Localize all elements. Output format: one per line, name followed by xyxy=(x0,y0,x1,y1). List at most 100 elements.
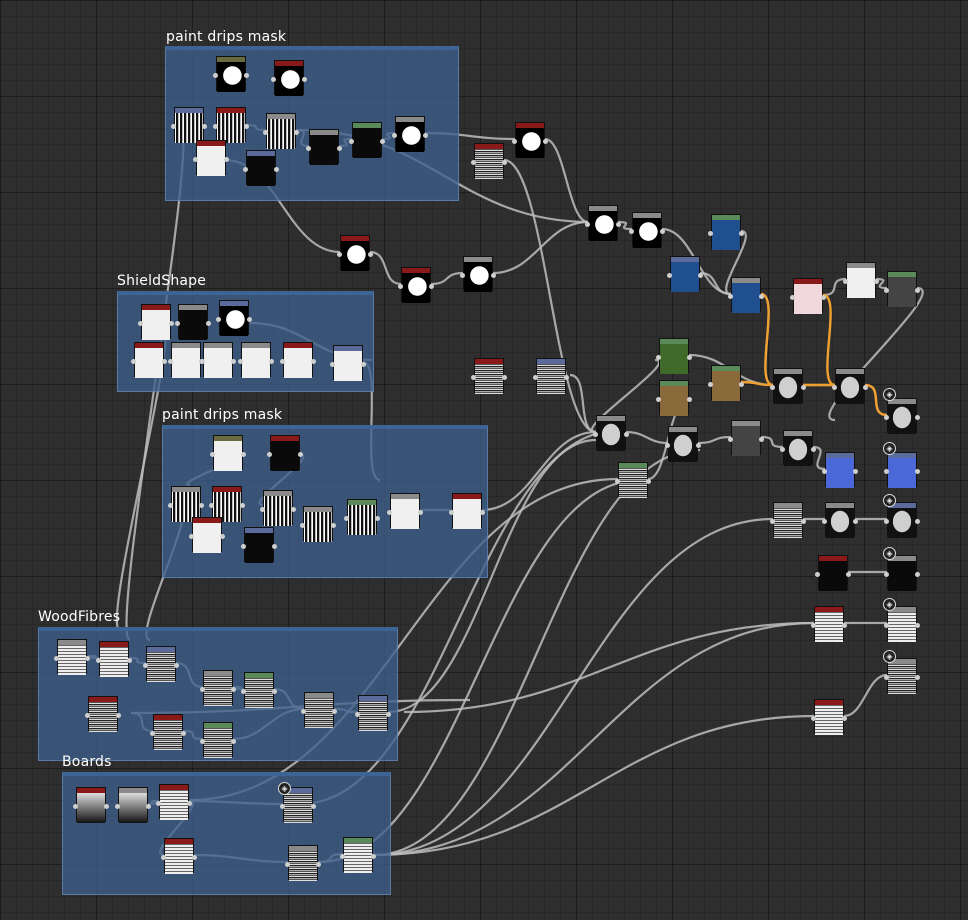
input-port[interactable] xyxy=(189,534,194,539)
3d-cube-icon[interactable]: ◈ xyxy=(883,650,896,663)
output-port[interactable] xyxy=(502,160,507,165)
output-port[interactable] xyxy=(302,77,307,82)
input-port[interactable] xyxy=(200,359,205,364)
graph-node[interactable] xyxy=(818,555,848,591)
wire[interactable] xyxy=(617,220,633,231)
graph-node[interactable] xyxy=(596,415,626,451)
input-port[interactable] xyxy=(131,359,136,364)
input-port[interactable] xyxy=(200,739,205,744)
wire[interactable] xyxy=(828,286,924,422)
output-port[interactable] xyxy=(247,317,252,322)
output-port[interactable] xyxy=(698,273,703,278)
output-port[interactable] xyxy=(543,139,548,144)
input-port[interactable] xyxy=(238,359,243,364)
input-port[interactable] xyxy=(349,139,354,144)
input-port[interactable] xyxy=(884,675,889,680)
output-port[interactable] xyxy=(660,229,665,234)
output-port[interactable] xyxy=(386,712,391,717)
output-port[interactable] xyxy=(116,713,121,718)
output-port[interactable] xyxy=(801,385,806,390)
wire[interactable] xyxy=(373,517,774,857)
input-port[interactable] xyxy=(392,133,397,138)
graph-node[interactable] xyxy=(99,641,129,677)
input-port[interactable] xyxy=(301,709,306,714)
graph-node[interactable] xyxy=(263,490,293,526)
output-port[interactable] xyxy=(371,854,376,859)
output-port[interactable] xyxy=(423,133,428,138)
input-port[interactable] xyxy=(216,317,221,322)
3d-cube-icon[interactable]: ◈ xyxy=(883,598,896,611)
graph-node[interactable] xyxy=(216,107,246,143)
input-port[interactable] xyxy=(790,295,795,300)
input-port[interactable] xyxy=(241,689,246,694)
graph-node[interactable] xyxy=(887,398,917,434)
input-port[interactable] xyxy=(280,804,285,809)
output-port[interactable] xyxy=(272,544,277,549)
graph-node[interactable] xyxy=(164,838,194,874)
graph-node[interactable] xyxy=(171,342,201,378)
input-port[interactable] xyxy=(210,452,215,457)
input-port[interactable] xyxy=(193,157,198,162)
output-port[interactable] xyxy=(127,658,132,663)
graph-node[interactable] xyxy=(352,122,382,158)
input-port[interactable] xyxy=(213,124,218,129)
input-port[interactable] xyxy=(200,687,205,692)
graph-node[interactable] xyxy=(174,107,204,143)
input-port[interactable] xyxy=(629,229,634,234)
input-port[interactable] xyxy=(241,544,246,549)
input-port[interactable] xyxy=(728,437,733,442)
output-port[interactable] xyxy=(874,279,879,284)
input-port[interactable] xyxy=(115,804,120,809)
output-port[interactable] xyxy=(480,510,485,515)
graph-node[interactable] xyxy=(196,140,226,176)
output-port[interactable] xyxy=(375,516,380,521)
graph-node[interactable] xyxy=(159,784,189,820)
graph-node[interactable] xyxy=(452,493,482,529)
input-port[interactable] xyxy=(168,503,173,508)
graph-node[interactable] xyxy=(288,845,318,881)
output-port[interactable] xyxy=(418,510,423,515)
input-port[interactable] xyxy=(780,447,785,452)
graph-node[interactable] xyxy=(670,256,700,292)
output-port[interactable] xyxy=(298,452,303,457)
graph-node[interactable] xyxy=(88,696,118,732)
output-port[interactable] xyxy=(294,130,299,135)
graph-node[interactable] xyxy=(303,506,333,542)
input-port[interactable] xyxy=(533,375,538,380)
output-port[interactable] xyxy=(240,503,245,508)
input-port[interactable] xyxy=(73,804,78,809)
output-port[interactable] xyxy=(187,801,192,806)
input-port[interactable] xyxy=(337,252,342,257)
input-port[interactable] xyxy=(449,510,454,515)
input-port[interactable] xyxy=(884,519,889,524)
input-port[interactable] xyxy=(150,731,155,736)
input-port[interactable] xyxy=(398,284,403,289)
output-port[interactable] xyxy=(331,523,336,528)
output-port[interactable] xyxy=(174,663,179,668)
graph-node[interactable] xyxy=(793,278,823,314)
graph-node[interactable] xyxy=(731,277,761,313)
input-port[interactable] xyxy=(340,854,345,859)
output-port[interactable] xyxy=(244,73,249,78)
graph-node[interactable] xyxy=(825,452,855,488)
graph-node[interactable] xyxy=(146,646,176,682)
graph-node[interactable] xyxy=(216,56,246,92)
frame-boards[interactable] xyxy=(62,772,391,895)
output-port[interactable] xyxy=(85,656,90,661)
output-port[interactable] xyxy=(915,675,920,680)
output-port[interactable] xyxy=(846,572,851,577)
output-port[interactable] xyxy=(687,355,692,360)
output-port[interactable] xyxy=(842,716,847,721)
input-port[interactable] xyxy=(656,355,661,360)
graph-node[interactable] xyxy=(783,430,813,466)
input-port[interactable] xyxy=(593,432,598,437)
wire[interactable] xyxy=(875,277,888,290)
wire[interactable] xyxy=(373,621,815,857)
output-port[interactable] xyxy=(696,443,701,448)
input-port[interactable] xyxy=(832,385,837,390)
wire[interactable] xyxy=(403,621,815,714)
input-port[interactable] xyxy=(667,273,672,278)
wire[interactable] xyxy=(481,430,597,512)
graph-node[interactable] xyxy=(773,502,803,538)
